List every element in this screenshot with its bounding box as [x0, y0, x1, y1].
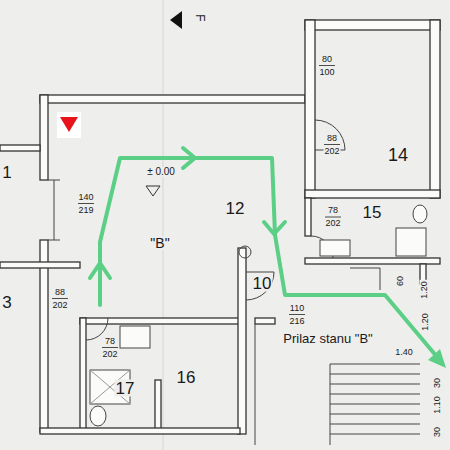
- stairs: [255, 324, 420, 445]
- room-number: 1: [1, 164, 12, 181]
- dimension: 202: [101, 350, 118, 359]
- level-marker: [146, 186, 160, 196]
- dimension: 202: [323, 147, 340, 156]
- room-number: 10: [252, 275, 273, 292]
- dimension: 202: [324, 219, 341, 228]
- area-name: Prilaz stanu "B": [282, 332, 373, 345]
- dimension: 110: [289, 304, 305, 313]
- door-swings: [48, 120, 345, 340]
- north-letter: F: [194, 13, 206, 22]
- route-arrowhead: [428, 349, 446, 368]
- dimension: 1.20: [421, 312, 430, 332]
- sanitary-fixtures: [90, 205, 427, 426]
- room-number: 16: [176, 369, 197, 386]
- dimension: 1.40: [394, 348, 414, 357]
- dimension: 78: [104, 337, 116, 346]
- dimension: 100: [318, 68, 335, 77]
- entrance-marker: [60, 117, 78, 132]
- dimension: 219: [77, 206, 94, 215]
- paper-fold: [163, 0, 164, 450]
- unit-name: "B": [149, 236, 170, 250]
- north-marker: [170, 11, 182, 29]
- dimension: 60: [396, 275, 405, 287]
- dimension: 140: [77, 193, 94, 202]
- dimension: 88: [326, 134, 338, 143]
- dimension: 80: [321, 55, 333, 64]
- dimension: 1.20: [420, 280, 429, 300]
- room-number: 17: [115, 380, 136, 397]
- room-number: 3: [1, 294, 12, 311]
- dimension: 78: [327, 206, 339, 215]
- dimension: 216: [288, 317, 305, 326]
- dimension: 30: [433, 377, 442, 389]
- room-number: 12: [225, 200, 246, 217]
- marker-ground: [57, 112, 81, 138]
- walls: [0, 20, 440, 434]
- route: [90, 148, 438, 358]
- fraction-bars: [52, 66, 341, 348]
- dimension: 1.10: [433, 395, 442, 415]
- room-number: 14: [387, 146, 409, 164]
- dimension: 30: [433, 426, 442, 438]
- room-number: 15: [362, 204, 383, 221]
- level-mark: ± 0.00: [146, 167, 176, 177]
- dimension: 202: [51, 301, 68, 310]
- dimension: 88: [54, 288, 66, 297]
